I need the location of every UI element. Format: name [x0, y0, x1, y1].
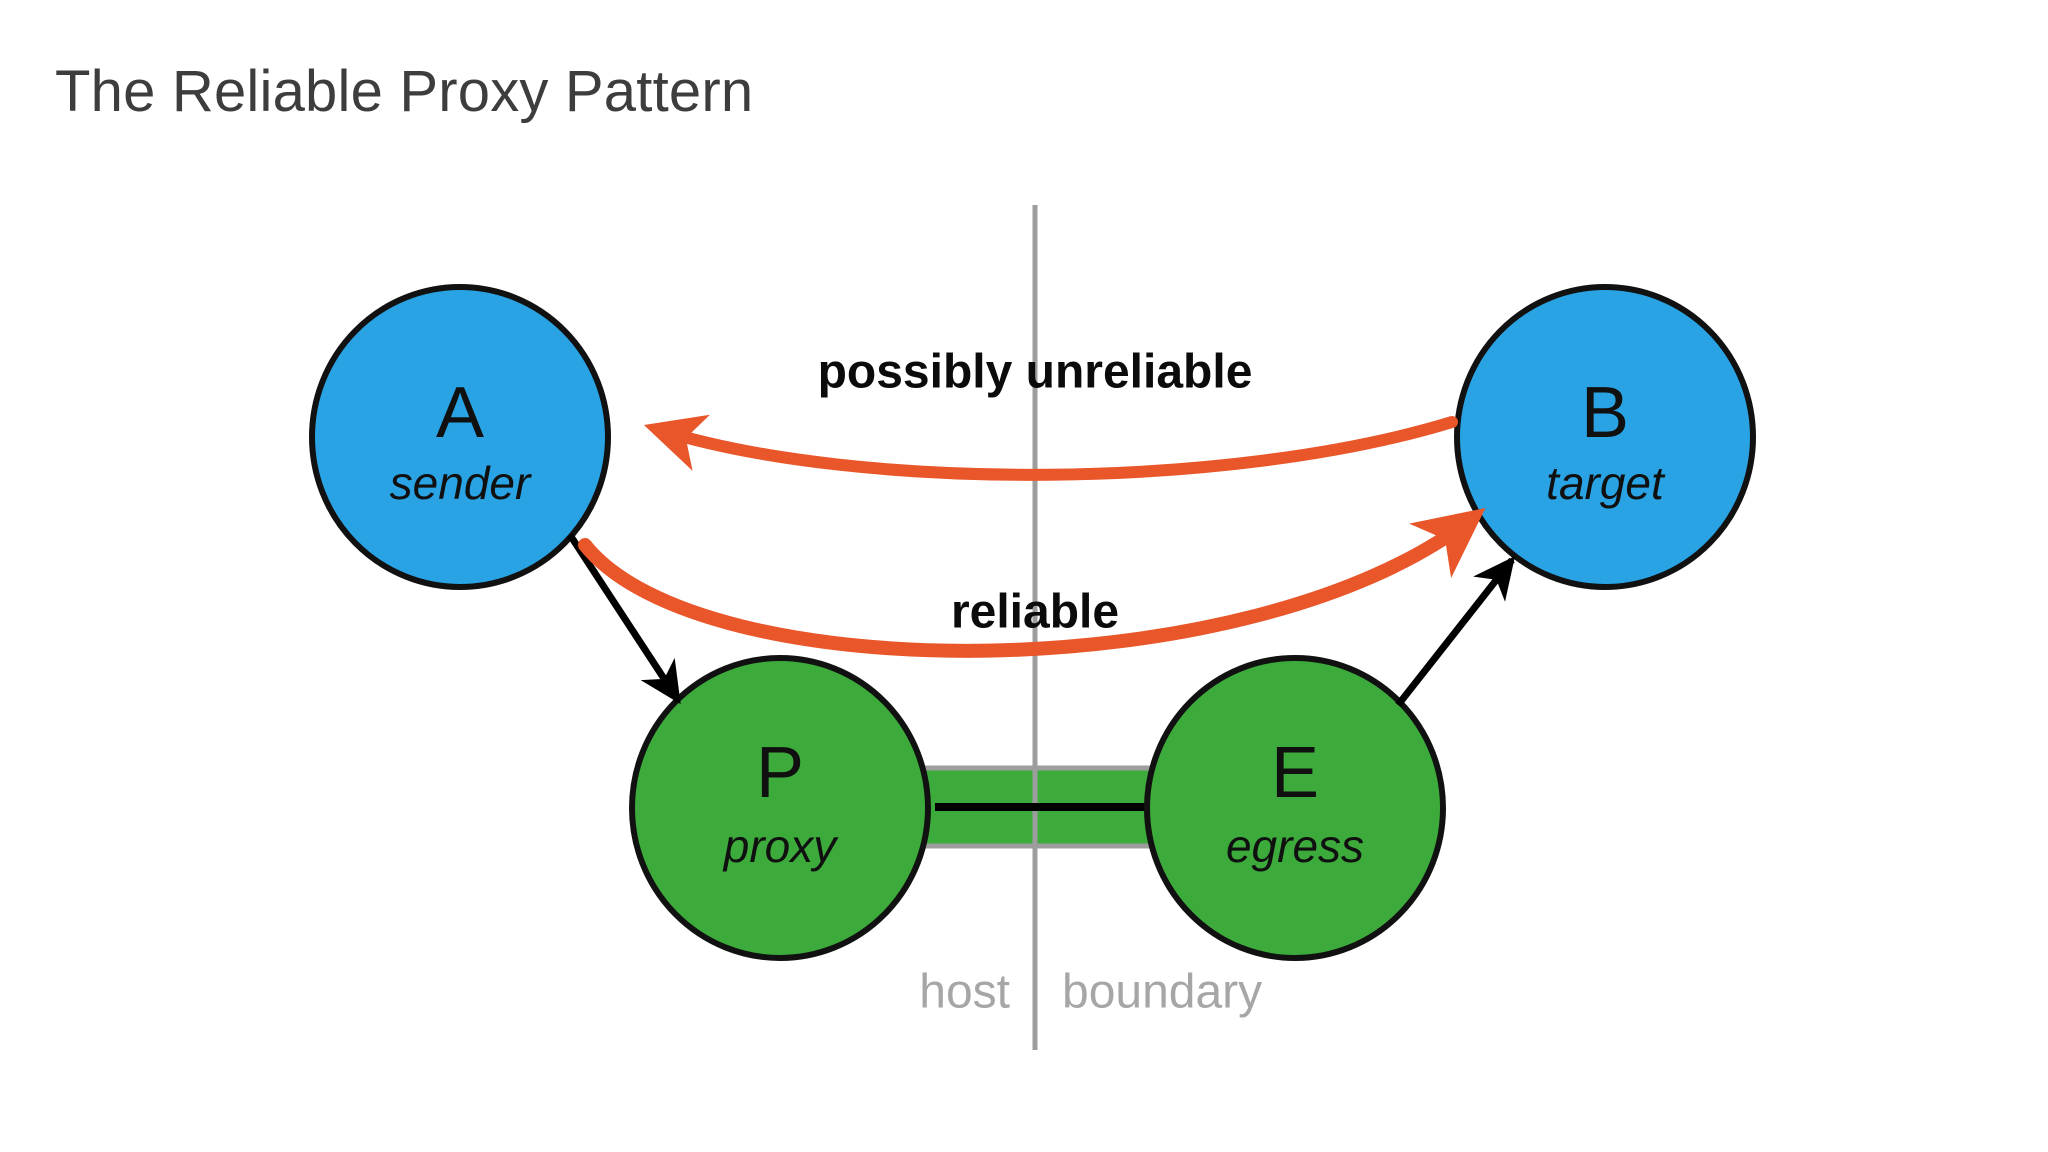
edge-e-to-b [1395, 556, 1516, 708]
node-e-role: egress [1226, 820, 1364, 872]
edge-label-possibly-unreliable: possibly unreliable [818, 346, 1253, 399]
node-p-letter: P [756, 733, 804, 813]
node-e-letter: E [1271, 733, 1319, 813]
edge-a-to-p [567, 533, 681, 705]
node-e-egress[interactable]: E egress [1144, 655, 1446, 961]
node-b-letter: B [1581, 373, 1629, 453]
node-b-role: target [1546, 457, 1666, 509]
node-b-target[interactable]: B target [1454, 284, 1756, 590]
edge-a-to-b-reliable [578, 508, 1486, 658]
node-p-proxy[interactable]: P proxy [629, 655, 931, 961]
page-title: The Reliable Proxy Pattern [55, 59, 754, 124]
edge-label-reliable: reliable [951, 586, 1119, 639]
node-e-circle[interactable] [1144, 655, 1446, 961]
node-a-letter: A [436, 373, 484, 453]
node-a-circle[interactable] [309, 284, 611, 590]
node-a-role: sender [390, 457, 532, 509]
host-boundary-label-left: host [919, 966, 1010, 1019]
node-p-circle[interactable] [629, 655, 931, 961]
node-p-role: proxy [722, 820, 839, 872]
node-b-circle[interactable] [1454, 284, 1756, 590]
node-a-sender[interactable]: A sender [309, 284, 611, 590]
host-boundary-label-right: boundary [1062, 966, 1262, 1019]
edge-b-to-a-possibly-unreliable [643, 414, 1458, 481]
